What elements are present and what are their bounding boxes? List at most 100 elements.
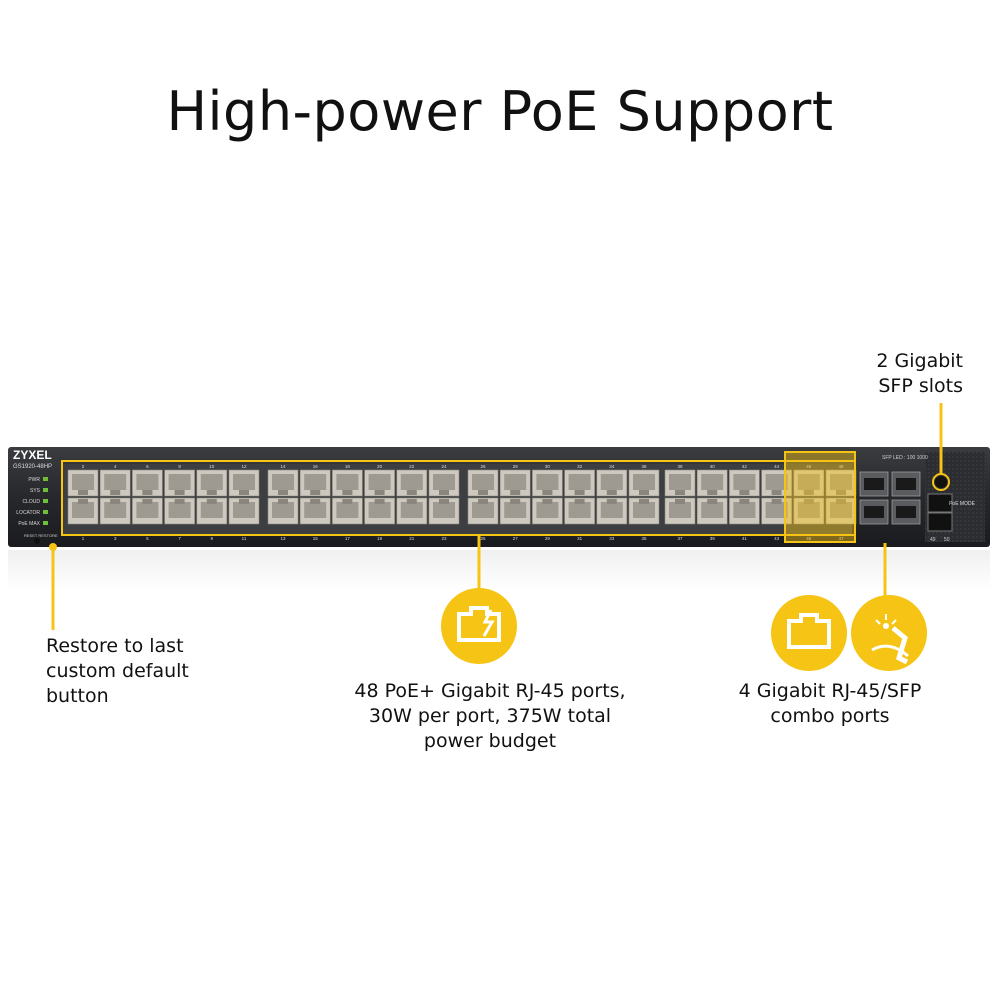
rj45-port-latch [406, 499, 417, 504]
rj45-port-latch [239, 499, 249, 504]
port-number-top: 16 [313, 464, 319, 469]
rj45-port-socket [368, 474, 391, 490]
brand-logo: ZYXEL [13, 448, 52, 462]
led-label: PoE MAX [18, 521, 40, 527]
rj45-port-latch [142, 490, 153, 495]
rj45-port-socket [472, 474, 494, 490]
port-number-top: 22 [409, 464, 415, 469]
poe-ports-callout: 48 PoE+ Gigabit RJ-45 ports, 30W per por… [330, 679, 650, 754]
port-number-top: 36 [641, 464, 647, 469]
page-title: High-power PoE Support [166, 80, 834, 143]
rj45-port-latch [439, 499, 449, 504]
port-number-top: 18 [345, 464, 351, 469]
rj45-port-latch [310, 499, 321, 504]
rj45-port-socket [136, 502, 159, 518]
rj45-port-socket [797, 502, 820, 518]
rj45-port-latch [342, 499, 353, 504]
rj45-port-latch [574, 490, 585, 495]
rj45-port-socket [200, 502, 223, 518]
poe-mode-button[interactable] [935, 476, 947, 488]
rj45-port-latch [174, 490, 185, 495]
sfp-slot-50[interactable] [927, 512, 953, 532]
rj45-port-latch [374, 490, 385, 495]
port-number-bottom: 9 [211, 536, 214, 541]
rj45-port-latch [78, 499, 88, 504]
rj45-port-latch [278, 490, 288, 495]
port-number-bottom: 3 [114, 536, 117, 541]
rj45-port-socket [472, 502, 494, 518]
reset-button[interactable] [34, 538, 40, 544]
rj45-port-socket [830, 474, 852, 490]
rj45-port-latch [707, 490, 718, 495]
rj45-port-socket [765, 474, 788, 490]
rj45-port-latch [542, 499, 553, 504]
poe-icon-badge [441, 588, 517, 664]
port-number-top: 34 [609, 464, 615, 469]
sfp-combo-slot-opening [864, 506, 884, 518]
rj45-port-socket [669, 474, 691, 490]
port-number-top: 46 [806, 464, 812, 469]
rj45-port-latch [374, 499, 385, 504]
rj45-port-socket [104, 474, 127, 490]
rj45-port-socket [536, 502, 559, 518]
port-number-top: 24 [441, 464, 447, 469]
restore-line-2: custom default [46, 660, 189, 682]
rj45-port-socket [72, 474, 94, 490]
rj45-port-socket [233, 474, 255, 490]
rj45-port-latch [707, 499, 718, 504]
combo-ports-line-2: combo ports [770, 705, 890, 727]
rj45-port-socket [168, 502, 191, 518]
rj45-port-socket [136, 474, 159, 490]
rj45-port-socket [400, 502, 423, 518]
rj45-port-socket [701, 474, 724, 490]
led-indicator [43, 477, 48, 481]
rj45-port-socket [701, 502, 724, 518]
rj45-port-latch [478, 499, 488, 504]
port-number-bottom: 15 [313, 536, 319, 541]
port-number-top: 10 [209, 464, 215, 469]
sfp-combo-slot-opening [896, 506, 916, 518]
rj45-port-latch [239, 490, 249, 495]
rj45-port-latch [310, 490, 321, 495]
port-numbers: 2143658710912111413161518172019222124232… [82, 464, 844, 541]
rj45-port-latch [110, 499, 121, 504]
sfp-slot-number-50: 50 [944, 537, 950, 543]
port-number-bottom: 37 [677, 536, 683, 541]
sfp-combo-slots [859, 471, 921, 525]
rj45-port-latch [142, 499, 153, 504]
rj45-port-socket [233, 502, 255, 518]
led-label: PWR [28, 477, 40, 483]
poe-ports-line-2: 30W per port, 375W total [368, 705, 612, 727]
rj45-port-latch [675, 499, 685, 504]
port-number-bottom: 17 [345, 536, 351, 541]
port-number-top: 48 [838, 464, 844, 469]
rj45-port-socket [104, 502, 127, 518]
rj45-port-socket [368, 502, 391, 518]
port-number-top: 12 [241, 464, 247, 469]
port-number-top: 30 [545, 464, 551, 469]
rj45-port-socket [600, 502, 623, 518]
rj45-port-socket [797, 474, 820, 490]
rj45-port-socket [200, 474, 223, 490]
port-number-bottom: 5 [146, 536, 149, 541]
rj45-port-latch [739, 490, 750, 495]
sfp-slot-49[interactable] [927, 493, 953, 513]
sfp-slot-number-49: 49 [930, 537, 936, 543]
poe-ports-line-3: power budget [423, 730, 557, 752]
rj45-port-latch [478, 490, 488, 495]
rj45-port-socket [304, 474, 327, 490]
port-number-top: 14 [280, 464, 286, 469]
restore-callout: Restore to last custom default button [46, 634, 266, 709]
port-number-bottom: 13 [280, 536, 286, 541]
rj45-port-latch [675, 490, 685, 495]
port-number-bottom: 23 [441, 536, 447, 541]
rj45-ports [67, 469, 857, 525]
sfp-slots-line-2: SFP slots [878, 375, 963, 397]
led-label: CLOUD [22, 499, 40, 505]
restore-line-1: Restore to last [46, 635, 184, 657]
rj45-port-latch [342, 490, 353, 495]
led-label: LOCATOR [16, 510, 40, 516]
port-number-bottom: 1 [82, 536, 85, 541]
